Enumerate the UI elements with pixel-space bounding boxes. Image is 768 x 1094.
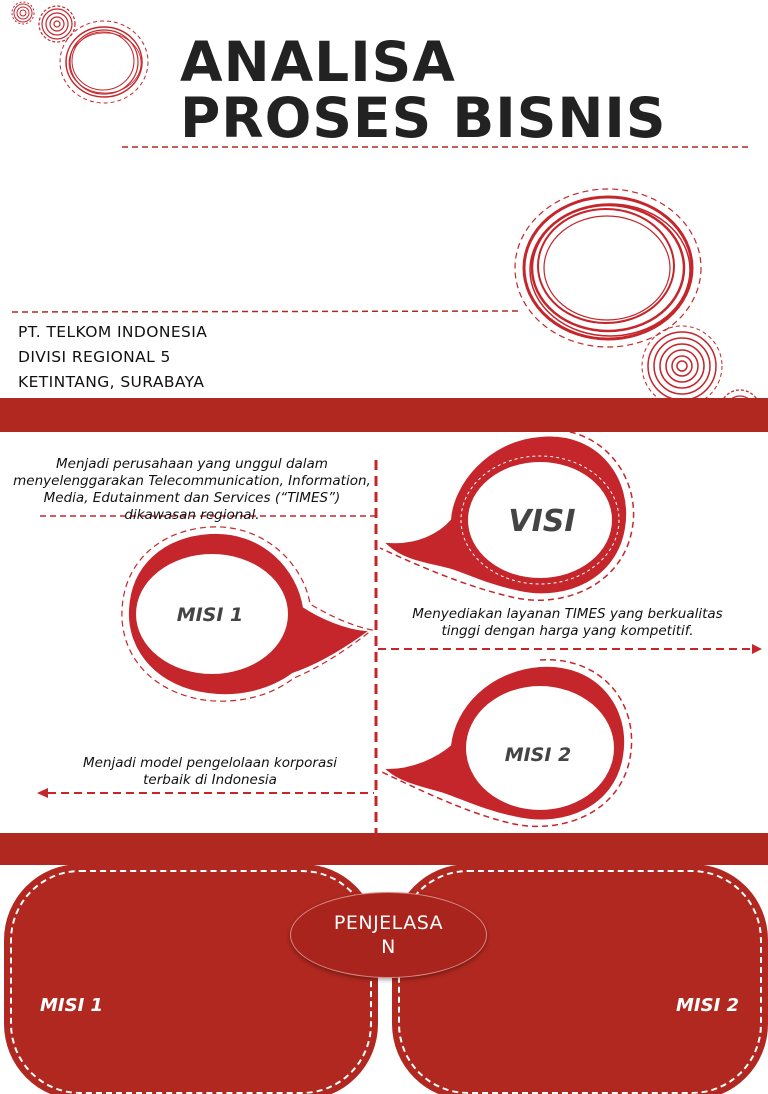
misi1-arrowhead-icon [752,644,762,654]
slide-title-line2: PROSES BISNIS [180,86,667,150]
company-name: PT. TELKOM INDONESIA [18,323,208,341]
misi2-label: MISI 2 [504,744,572,766]
scribble-circle-small [38,5,76,43]
scribble-circle-dense [641,325,723,407]
visi-bubble [379,428,635,601]
visi-text: Menjadi perusahaan yang unggul dalam men… [13,456,371,523]
scribble-circle-tiny [11,1,35,25]
company-location: KETINTANG, SURABAYA [18,373,205,391]
company-divider [11,310,523,313]
company-division: DIVISI REGIONAL 5 [18,348,171,366]
misi2-bubble [381,659,633,828]
company-info: PT. TELKOM INDONESIA DIVISI REGIONAL 5 K… [18,320,207,395]
header-band [0,398,768,432]
misi1-card [10,870,372,1094]
scribble-circle-large [514,188,702,348]
misi1-text: Menyediakan layanan TIMES yang berkualit… [412,606,723,639]
penjelasan-badge[interactable]: PENJELASAN [290,892,487,978]
misi2-card-label: MISI 2 [676,995,740,1016]
visi-label: VISI [508,504,576,539]
misi1-card-label: MISI 1 [40,995,104,1016]
slide-title-line1: ANALISA [180,30,456,94]
decoration-layer [11,1,762,858]
footer-band [0,833,768,865]
penjelasan-label: PENJELASAN [333,912,444,958]
slide-title: ANALISA PROSES BISNIS [180,34,666,146]
misi2-arrowhead-icon [37,788,48,798]
misi2-text: Menjadi model pengelolaan korporasi terb… [83,755,337,788]
scribble-circle-medium [59,20,149,104]
misi1-label: MISI 1 [176,604,244,626]
misi1-bubble [121,526,374,702]
